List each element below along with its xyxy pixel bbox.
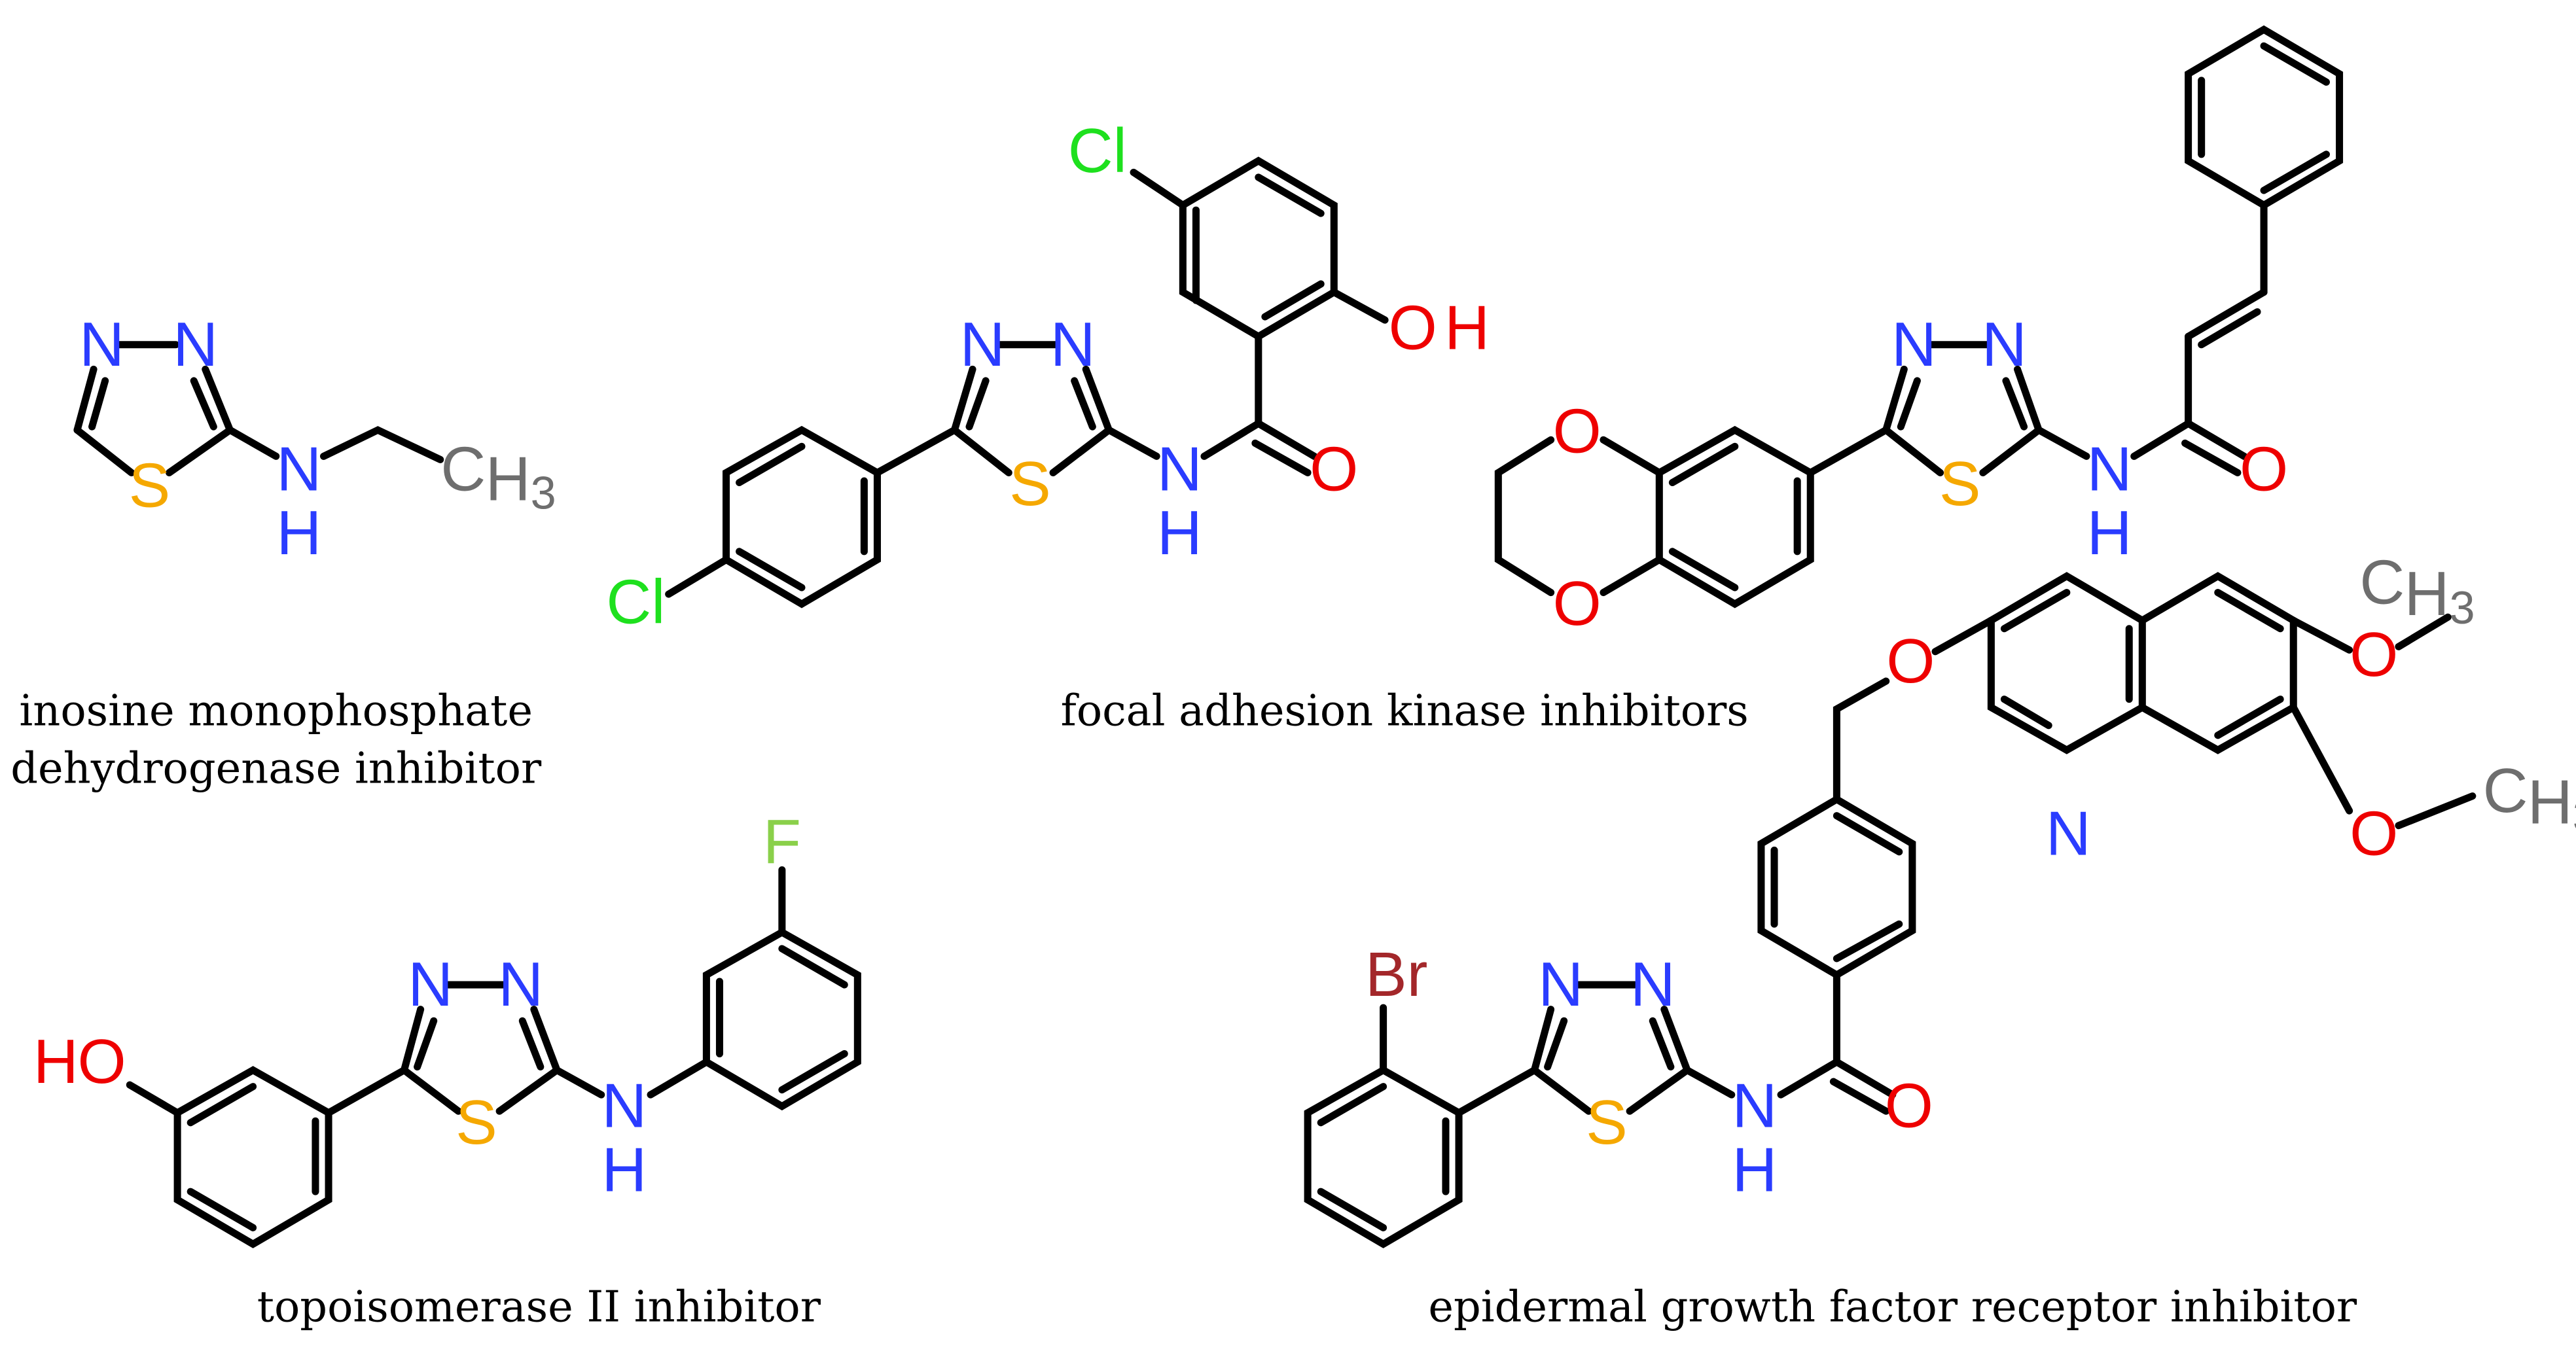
atom-label-br: Br (1365, 940, 1427, 1010)
atom-label-n: N (173, 310, 218, 379)
atom-label-n: N (1157, 434, 1202, 504)
atom-label-h: H (1157, 499, 1202, 568)
atom-label-n: N (276, 434, 321, 504)
atom-labels: NNSNHCH3ClOHNNSNHOClNNSNHOOOCH3OOOCH3NFN… (33, 116, 2576, 1205)
atom-label-h: H3 (486, 444, 556, 518)
atom-label-c: C (2483, 756, 2528, 826)
atom-label-o: O (2350, 620, 2398, 690)
atom-label-o: O (1885, 1072, 1933, 1141)
atom-label-s: S (1009, 450, 1051, 519)
atom-label-n: N (601, 1072, 647, 1141)
atom-label-n: N (1982, 310, 2027, 379)
atom-label-n: N (1891, 310, 1937, 379)
atom-label-o: O (1389, 294, 1437, 363)
caption-impdh-line1: inosine monophosphate (19, 686, 533, 736)
caption-impdh-line2: dehydrogenase inhibitor (10, 744, 542, 794)
atom-label-h: H3 (2405, 559, 2475, 633)
atom-label-h: H3 (2528, 768, 2576, 842)
atom-label-n: N (1538, 950, 1583, 1019)
atom-label-o: O (2240, 434, 2288, 504)
atom-label-h: H (276, 499, 321, 568)
atom-label-n: N (498, 950, 543, 1019)
atom-label-n: N (1630, 950, 1675, 1019)
atom-label-n: N (960, 310, 1005, 379)
atom-label-h: H (33, 1027, 79, 1097)
atom-label-o: O (1553, 397, 1601, 467)
atom-label-o: O (1553, 569, 1601, 639)
atom-label-s: S (129, 451, 171, 521)
atom-label-c: C (440, 434, 486, 504)
atom-label-o: O (78, 1027, 126, 1097)
atom-label-o: O (1310, 434, 1358, 504)
atom-label-cl: Cl (606, 568, 665, 637)
atom-label-n: N (79, 310, 124, 379)
molecule-egfr-bonds (1304, 572, 2477, 1248)
molecule-impdh-bonds (73, 341, 444, 476)
atom-label-cl: Cl (1068, 116, 1127, 186)
atom-label-n: N (2087, 434, 2132, 504)
atom-label-h: H (1444, 294, 1490, 363)
caption-fak: focal adhesion kinase inhibitors (1061, 686, 1749, 736)
atom-label-n: N (1050, 310, 1096, 379)
atom-label-h: H (601, 1136, 647, 1205)
captions: inosine monophosphate dehydrogenase inhi… (10, 686, 2357, 1332)
atom-label-s: S (1586, 1088, 1628, 1157)
atom-label-n: N (408, 950, 453, 1019)
molecule-topo-bonds (126, 866, 861, 1248)
atom-label-h: H (1732, 1136, 1777, 1205)
atom-label-o: O (1886, 627, 1935, 696)
atom-label-h: H (2087, 499, 2132, 568)
atom-subscript: 3 (2450, 582, 2475, 633)
atom-subscript: 3 (531, 467, 556, 518)
caption-egfr: epidermal growth factor receptor inhibit… (1428, 1282, 2357, 1332)
atom-label-s: S (1939, 450, 1981, 519)
atom-label-n: N (1732, 1072, 1777, 1141)
molecule-fak-salicylamide-bonds (665, 156, 1389, 609)
atom-label-n: N (2046, 799, 2091, 868)
caption-topo: topoisomerase II inhibitor (257, 1282, 821, 1332)
atom-label-o: O (2350, 799, 2398, 868)
molecule-fak-cinnamamide-bonds (1494, 25, 2344, 609)
bond-lines (73, 25, 2477, 1248)
atom-label-s: S (456, 1088, 497, 1157)
atom-label-f: F (763, 807, 801, 877)
atom-subscript: 3 (2573, 790, 2576, 841)
atom-label-c: C (2359, 548, 2405, 618)
